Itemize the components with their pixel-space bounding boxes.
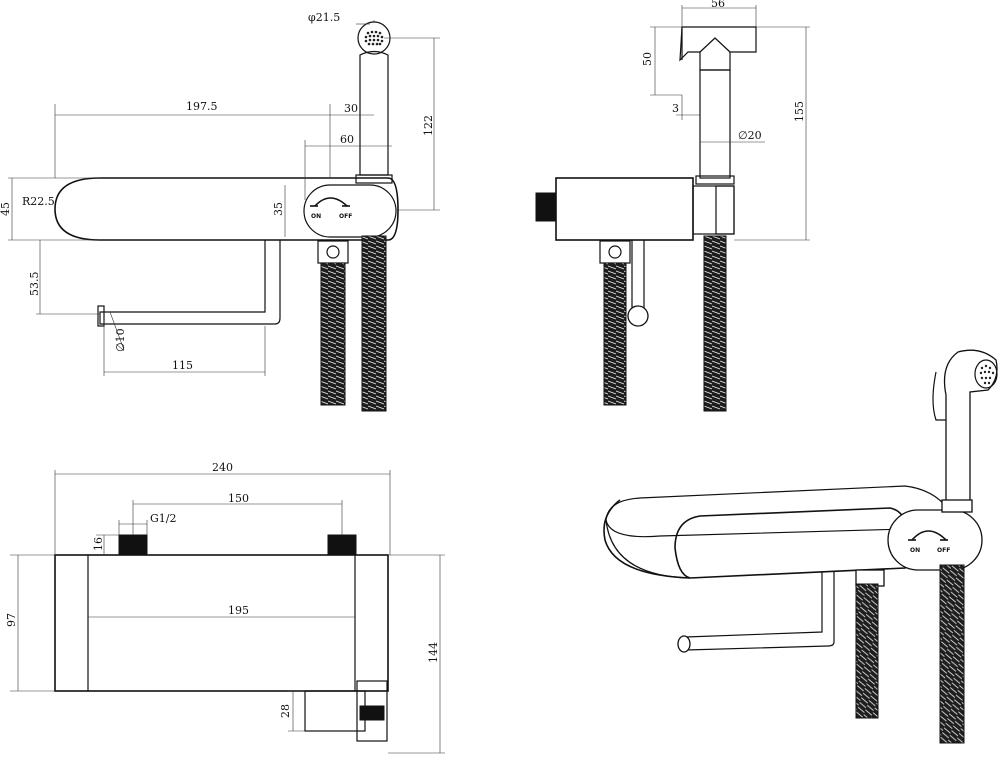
dim-height-122: 122 bbox=[422, 115, 435, 136]
dim-offset-30: 30 bbox=[344, 102, 358, 115]
dim-total-155: 155 bbox=[793, 101, 806, 122]
dim-holder-length: 115 bbox=[172, 359, 193, 372]
dim-thread: G1/2 bbox=[150, 512, 177, 525]
iso-body-front bbox=[603, 499, 906, 579]
top-view: 240 150 G1/2 16 97 195 144 28 bbox=[5, 461, 445, 754]
inlet-fitting bbox=[317, 240, 349, 264]
dim-hose-diameter: ∅20 bbox=[738, 129, 762, 142]
inlet-hose bbox=[320, 262, 346, 406]
side-inlet-thread bbox=[535, 192, 557, 222]
dim-offset-60: 60 bbox=[340, 133, 354, 146]
sprayer-handle bbox=[359, 50, 389, 176]
dim-offset-3: 3 bbox=[672, 102, 679, 115]
dim-height-45: 45 bbox=[0, 202, 12, 216]
sprayer-profile bbox=[679, 26, 757, 71]
iso-valve-handle bbox=[887, 509, 983, 571]
dim-drop-53-5: 53.5 bbox=[28, 272, 41, 297]
off-label: OFF bbox=[339, 213, 352, 220]
front-view: ON OFF φ21.5 122 197.5 30 60 45 R22.5 35 bbox=[0, 11, 440, 412]
dim-handle-35: 35 bbox=[272, 202, 285, 216]
iso-spray-face bbox=[974, 359, 998, 389]
sprayer-neck bbox=[699, 69, 731, 179]
dim-inlet-16: 16 bbox=[92, 537, 105, 551]
side-inlet-hose bbox=[603, 262, 627, 406]
dim-width-56: 56 bbox=[711, 0, 725, 10]
on-off-arc bbox=[314, 197, 348, 207]
dim-total-240: 240 bbox=[212, 461, 233, 474]
dim-holder-28: 28 bbox=[279, 704, 292, 718]
spray-holes bbox=[364, 30, 384, 46]
top-body bbox=[54, 554, 389, 692]
dim-total-144: 144 bbox=[427, 642, 440, 663]
dim-holder-diameter: ∅10 bbox=[114, 328, 127, 352]
on-label: ON bbox=[311, 213, 321, 220]
left-inlet bbox=[118, 534, 148, 556]
perspective-view: ON OFF bbox=[603, 349, 998, 744]
iso-sprayer bbox=[943, 349, 998, 506]
side-paper-holder bbox=[631, 240, 645, 310]
right-inlet bbox=[327, 534, 357, 556]
side-shower-hose bbox=[703, 235, 727, 412]
iso-shower-hose bbox=[939, 564, 965, 744]
dim-spacing-150: 150 bbox=[228, 492, 249, 505]
side-body bbox=[555, 177, 694, 241]
iso-on-label: ON bbox=[910, 547, 920, 554]
valve-handle bbox=[303, 184, 397, 238]
iso-off-label: OFF bbox=[937, 547, 950, 554]
paper-holder bbox=[99, 240, 281, 325]
sprayer-collar bbox=[355, 174, 393, 184]
dim-inner-195: 195 bbox=[228, 604, 249, 617]
dim-spray-diameter: φ21.5 bbox=[308, 11, 340, 24]
iso-inlet-hose bbox=[855, 583, 879, 719]
dim-radius: R22.5 bbox=[22, 195, 55, 208]
shower-hose bbox=[361, 235, 387, 412]
dim-depth-97: 97 bbox=[5, 613, 18, 627]
mixer-body bbox=[54, 177, 399, 241]
side-view: 56 50 3 ∅20 155 bbox=[535, 0, 810, 412]
iso-paper-holder bbox=[685, 572, 835, 651]
dim-height-50: 50 bbox=[641, 52, 654, 66]
dim-body-length: 197.5 bbox=[186, 100, 218, 113]
